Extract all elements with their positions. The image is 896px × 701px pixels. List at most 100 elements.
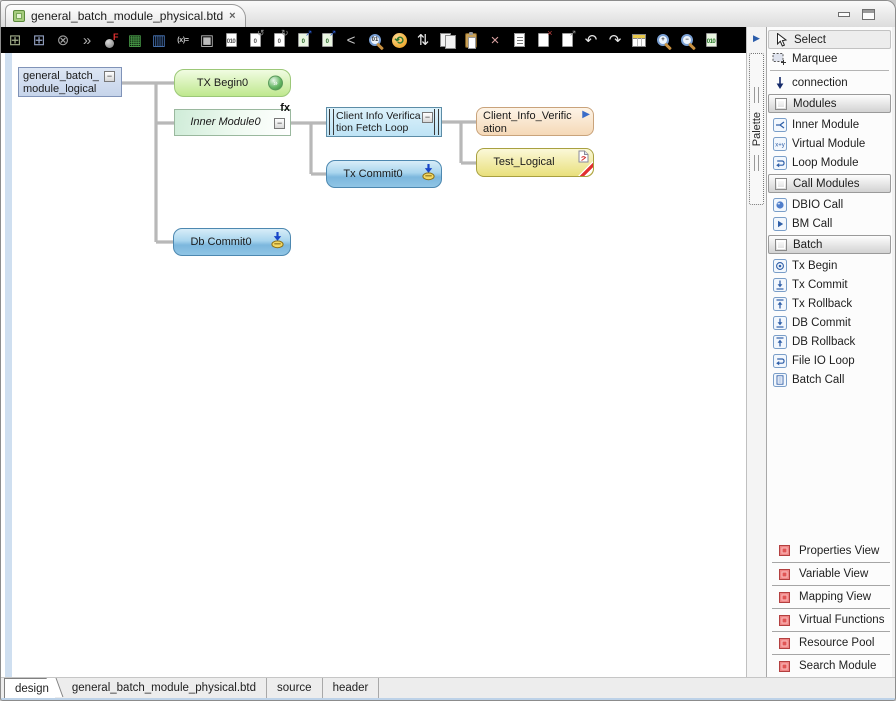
rollback-icon bbox=[772, 334, 787, 349]
red-icon bbox=[777, 545, 792, 556]
palette-item-label: DB Rollback bbox=[792, 335, 856, 348]
palette-item-label: Resource Pool bbox=[799, 637, 875, 649]
palette-item-virtual-module[interactable]: x+y Virtual Module bbox=[767, 134, 892, 153]
resource-refresh-icon[interactable]: ⟲ bbox=[387, 28, 411, 53]
palette-item-label: Batch bbox=[793, 238, 823, 251]
doc-zero-alt-icon[interactable]: 0↻ bbox=[267, 28, 291, 53]
find-binary-icon[interactable]: 01 bbox=[363, 28, 387, 53]
palette-item-db-commit[interactable]: DB Commit bbox=[767, 313, 892, 332]
commit-badge bbox=[270, 232, 285, 253]
collapse-badge[interactable]: − bbox=[422, 112, 433, 123]
mapping-table-icon[interactable] bbox=[627, 28, 651, 53]
collapse-icon[interactable]: < bbox=[346, 31, 356, 49]
tx-begin-node[interactable]: TX Begin0» bbox=[174, 69, 291, 97]
test-logical-node[interactable]: Test_Logical bbox=[476, 148, 594, 177]
svg-text:x+y: x+y bbox=[775, 142, 785, 148]
inner-module-node[interactable]: Inner Module0−fx bbox=[174, 102, 291, 136]
zoom-in-icon[interactable]: + bbox=[651, 28, 675, 53]
red-icon bbox=[777, 660, 792, 672]
view-controls bbox=[838, 9, 875, 20]
palette-item-properties-view[interactable]: Properties View bbox=[767, 539, 892, 562]
doc-icon bbox=[772, 372, 787, 387]
palette-item-modules[interactable]: Modules bbox=[768, 94, 891, 113]
palette-item-batch-call[interactable]: Batch Call bbox=[767, 370, 892, 389]
doc-copy-icon[interactable]: ↗ bbox=[555, 28, 579, 53]
module-open-icon[interactable]: ⊞ bbox=[32, 31, 46, 49]
gen-source-alt-icon[interactable]: 0↗ bbox=[315, 28, 339, 53]
redo-icon[interactable]: ↷ bbox=[608, 31, 622, 49]
editor-tab[interactable]: general_batch_module_physical.btd × bbox=[5, 4, 246, 27]
field-flag-icon[interactable]: F bbox=[99, 28, 123, 53]
collapse-badge[interactable]: − bbox=[104, 71, 115, 82]
module-icon[interactable]: ▦ bbox=[127, 31, 143, 49]
palette-item-variable-view[interactable]: Variable View bbox=[772, 562, 890, 585]
client-info-verification-node[interactable]: Client_Info_Verification▶ bbox=[476, 107, 594, 136]
panel-icon[interactable]: ▣ bbox=[199, 31, 215, 49]
spiral-icon bbox=[772, 258, 787, 273]
delete-icon[interactable]: × bbox=[490, 31, 500, 49]
collapse-badge[interactable]: − bbox=[274, 118, 285, 129]
outline-icon[interactable] bbox=[507, 28, 531, 53]
binary-doc-icon[interactable]: 010 bbox=[219, 28, 243, 53]
xy-icon: x+y bbox=[772, 136, 787, 151]
palette-item-connection[interactable]: connection bbox=[767, 73, 892, 92]
loop-icon bbox=[772, 155, 787, 170]
red-icon bbox=[777, 591, 792, 603]
palette-item-search-module[interactable]: Search Module bbox=[772, 654, 890, 677]
copy-icon[interactable] bbox=[435, 28, 459, 53]
palette-item-select[interactable]: Select bbox=[768, 30, 891, 49]
palette-item-inner-module[interactable]: Inner Module bbox=[767, 115, 892, 134]
sync-icon[interactable]: ⇅ bbox=[416, 31, 430, 49]
logical-diagram-icon[interactable]: ▥ bbox=[151, 31, 167, 49]
palette-item-file-io-loop[interactable]: File IO Loop bbox=[767, 351, 892, 370]
palette-item-label: Mapping View bbox=[799, 591, 872, 603]
palette-item-dbio-call[interactable]: DBIO Call bbox=[767, 195, 892, 214]
palette-item-db-rollback[interactable]: DB Rollback bbox=[767, 332, 892, 351]
undo-icon[interactable]: ↶ bbox=[584, 31, 598, 49]
zoom-out-icon[interactable]: − bbox=[675, 28, 699, 53]
palette-item-tx-commit[interactable]: Tx Commit bbox=[767, 275, 892, 294]
node-label: Db Commit0 bbox=[190, 235, 252, 248]
bottom-tab-source[interactable]: source bbox=[267, 678, 323, 698]
palette-item-label: Virtual Module bbox=[792, 137, 866, 150]
bottom-tab-general-batch-module-physical-btd[interactable]: general_batch_module_physical.btd bbox=[62, 678, 268, 698]
palette-item-tx-begin[interactable]: Tx Begin bbox=[767, 256, 892, 275]
palette-item-loop-module[interactable]: Loop Module bbox=[767, 153, 892, 172]
minimize-button[interactable] bbox=[838, 12, 850, 17]
binary-view-icon[interactable]: 010 bbox=[699, 28, 723, 53]
paste-icon[interactable] bbox=[459, 28, 483, 53]
bottom-tab-design[interactable]: design bbox=[4, 678, 55, 698]
gen-source-icon[interactable]: 0↗ bbox=[291, 28, 315, 53]
tx-commit-node[interactable]: Tx Commit0 bbox=[326, 160, 442, 188]
expression-icon[interactable]: (x)= bbox=[177, 36, 189, 44]
node-label: Test_Logical bbox=[493, 156, 555, 169]
palette-item-resource-pool[interactable]: Resource Pool bbox=[772, 631, 890, 654]
palette-item-bm-call[interactable]: BM Call bbox=[767, 214, 892, 233]
db-icon bbox=[772, 197, 787, 212]
palette-item-marquee[interactable]: Marquee bbox=[767, 49, 892, 68]
db-commit-node[interactable]: Db Commit0 bbox=[173, 228, 291, 256]
palette-separator bbox=[770, 70, 889, 71]
root-module-node[interactable]: general_batch_module_logical− bbox=[18, 67, 122, 97]
fetch-loop-node[interactable]: Client Info Verification Fetch Loop− bbox=[326, 107, 442, 137]
diagram-canvas[interactable]: general_batch_module_logical− TX Begin0» I… bbox=[1, 53, 746, 677]
maximize-button[interactable] bbox=[862, 9, 875, 20]
palette-item-mapping-view[interactable]: Mapping View bbox=[772, 585, 890, 608]
palette-collapsed-tab[interactable]: Palette bbox=[749, 53, 764, 205]
step-over-icon[interactable]: » bbox=[82, 31, 92, 49]
palette-item-call-modules[interactable]: Call Modules bbox=[768, 174, 891, 193]
palette-item-label: Batch Call bbox=[792, 373, 845, 386]
terminate-icon[interactable]: ⊗ bbox=[56, 31, 70, 49]
palette-item-tx-rollback[interactable]: Tx Rollback bbox=[767, 294, 892, 313]
palette-item-virtual-functions[interactable]: Virtual Functions bbox=[772, 608, 890, 631]
bottom-tab-header[interactable]: header bbox=[323, 678, 380, 698]
module-new-icon[interactable]: ⊞ bbox=[8, 31, 22, 49]
doc-delete-icon[interactable]: × bbox=[531, 28, 555, 53]
palette-expand-arrow-icon[interactable]: ▶ bbox=[753, 32, 760, 43]
red-icon bbox=[777, 614, 792, 626]
doc-zero-icon[interactable]: 0↺ bbox=[243, 28, 267, 53]
close-icon[interactable]: × bbox=[229, 9, 236, 22]
palette-item-batch[interactable]: Batch bbox=[768, 235, 891, 254]
